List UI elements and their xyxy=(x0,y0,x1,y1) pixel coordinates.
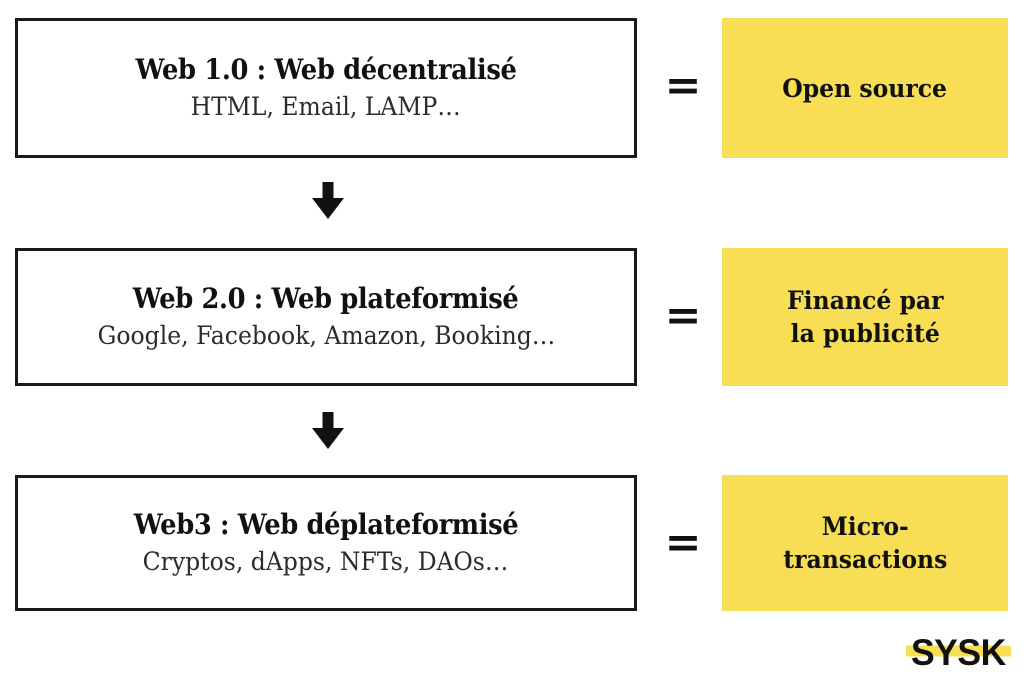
value-label-2: Financé par la publicité xyxy=(786,286,944,348)
logo-text: SYSK xyxy=(911,631,1007,673)
stage-subtitle-web2: Google, Facebook, Amazon, Booking… xyxy=(97,321,555,351)
stage-title-web3: Web3 : Web déplateformisé xyxy=(133,508,519,542)
arrow-down-icon-1 xyxy=(310,182,346,220)
stage-subtitle-web3: Cryptos, dApps, NFTs, DAOs… xyxy=(143,547,509,577)
value-box-advertising: Financé par la publicité xyxy=(722,248,1008,386)
sysk-logo: SYSK xyxy=(906,630,1011,674)
stage-title-web1: Web 1.0 : Web décentralisé xyxy=(135,53,517,87)
stage-box-web3: Web3 : Web déplateformisé Cryptos, dApps… xyxy=(15,475,637,611)
stage-box-web2: Web 2.0 : Web plateformisé Google, Faceb… xyxy=(15,248,637,386)
stage-box-web1: Web 1.0 : Web décentralisé HTML, Email, … xyxy=(15,18,637,158)
stage-title-web2: Web 2.0 : Web plateformisé xyxy=(133,282,519,316)
value-box-microtransactions: Micro- transactions xyxy=(722,475,1008,611)
equals-sign-2: = xyxy=(664,290,702,341)
logo-highlight-bar xyxy=(906,645,1011,657)
value-label-3: Micro- transactions xyxy=(782,512,948,574)
stage-subtitle-web1: HTML, Email, LAMP… xyxy=(190,92,462,122)
equals-sign-1: = xyxy=(664,60,702,111)
equals-sign-3: = xyxy=(664,517,702,568)
logo-wrapper: SYSK xyxy=(906,631,1011,673)
arrow-down-icon-2 xyxy=(310,412,346,450)
value-box-open-source: Open source xyxy=(722,18,1008,158)
value-label-1: Open source xyxy=(782,73,948,103)
